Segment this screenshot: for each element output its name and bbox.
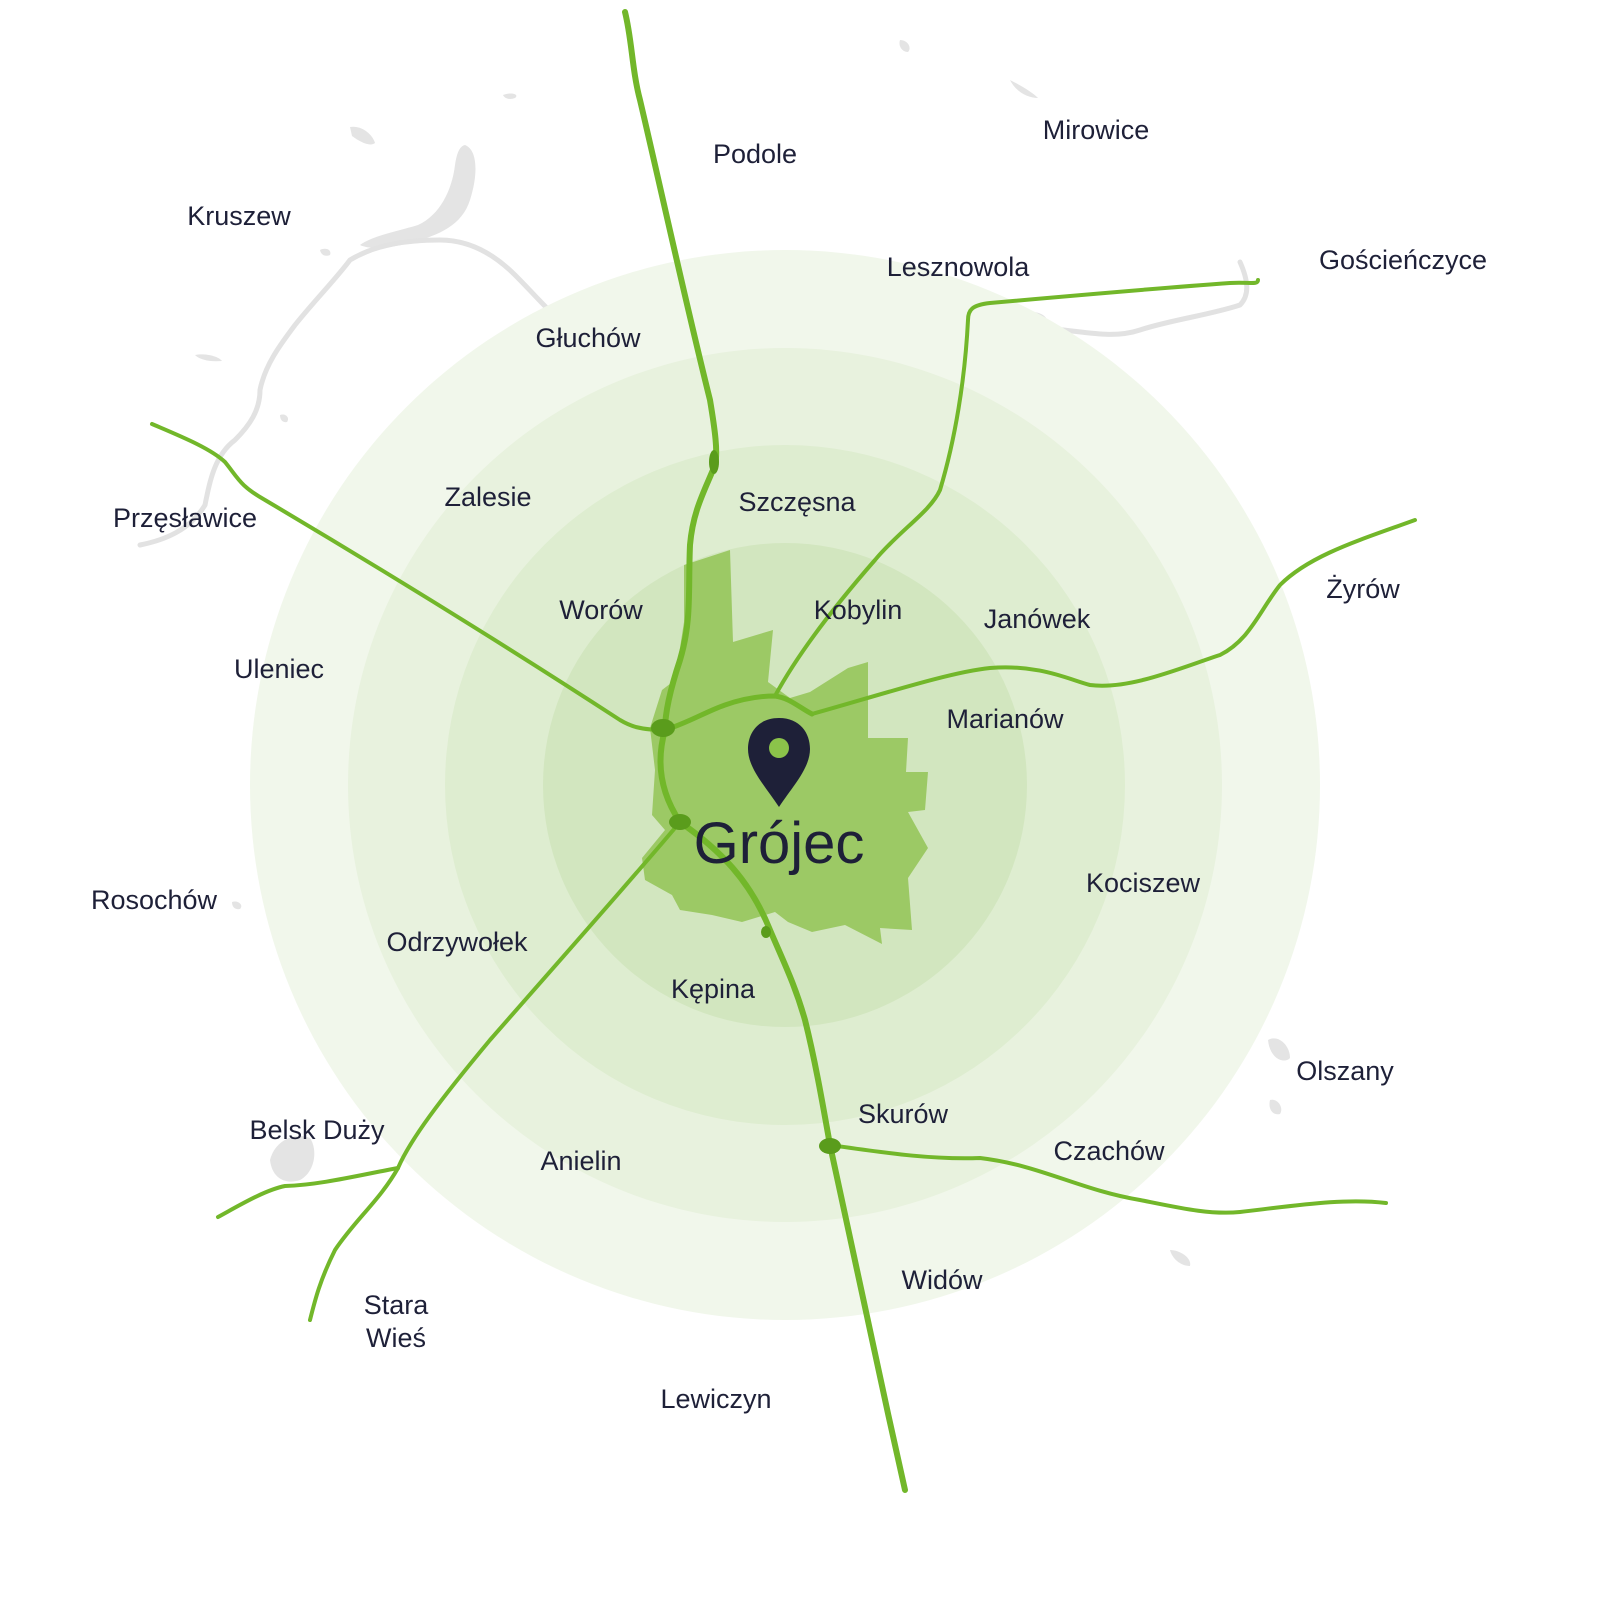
- town-label-przeslawice: Przęsławice: [113, 503, 257, 533]
- town-label-podole: Podole: [713, 139, 797, 169]
- pin-shape: [748, 718, 810, 807]
- lake: [195, 354, 222, 362]
- junction: [761, 926, 771, 938]
- lake: [1268, 1038, 1290, 1061]
- town-label-odrzywolek: Odrzywołek: [386, 927, 528, 957]
- town-label-szczesna: Szczęsna: [738, 487, 856, 517]
- road-junctions: [651, 450, 841, 1154]
- pin-dot: [769, 738, 789, 758]
- road-northeast: [773, 278, 1260, 698]
- road-network: [150, 9, 1417, 1493]
- town-label-olszany: Olszany: [1296, 1056, 1394, 1086]
- road-west: [150, 422, 667, 732]
- lake: [320, 248, 331, 256]
- town-label-zalesie: Zalesie: [444, 482, 531, 512]
- lake: [350, 126, 375, 145]
- town-label-marianow: Marianów: [946, 704, 1064, 734]
- town-label-kepina: Kępina: [671, 974, 756, 1004]
- town-label-worow: Worów: [559, 595, 643, 625]
- road-southwest: [308, 820, 682, 1322]
- lake: [360, 145, 476, 248]
- lake: [280, 414, 289, 423]
- road-belsk: [216, 1166, 400, 1219]
- junction: [709, 450, 719, 474]
- junction: [669, 814, 691, 830]
- road-southeast: [828, 1143, 1388, 1215]
- town-label-rosochow: Rosochów: [91, 885, 218, 915]
- town-label-lesznowola: Lesznowola: [887, 252, 1031, 282]
- center-town-label: Grójec: [694, 811, 865, 876]
- road-ring-west: [657, 727, 683, 825]
- town-label-goscienczyce: Gościeńczyce: [1319, 245, 1487, 275]
- lake: [232, 901, 242, 910]
- town-label-gluchow: Głuchów: [535, 323, 641, 353]
- map-pin-icon: [748, 718, 810, 807]
- town-label-mirowice: Mirowice: [1043, 115, 1150, 145]
- town-label-kruszew: Kruszew: [187, 201, 291, 231]
- town-label-widow: Widów: [901, 1265, 983, 1295]
- town-labels: Podole Mirowice Kruszew Lesznowola Gości…: [91, 115, 1487, 1414]
- town-label-uleniec: Uleniec: [234, 654, 324, 684]
- lake: [270, 1136, 315, 1182]
- town-label-kociszew: Kociszew: [1086, 868, 1201, 898]
- town-label-lewiczyn: Lewiczyn: [660, 1384, 771, 1414]
- town-label-zyrow: Żyrów: [1326, 573, 1400, 604]
- town-label-skurow: Skurów: [858, 1099, 949, 1129]
- junction: [651, 719, 675, 737]
- lake: [503, 93, 517, 99]
- town-label-kobylin: Kobylin: [814, 595, 903, 625]
- lake: [899, 40, 910, 52]
- road-south: [677, 819, 908, 1493]
- junction: [819, 1138, 841, 1154]
- lake: [1269, 1099, 1282, 1115]
- lake: [1170, 1250, 1191, 1266]
- road-east: [810, 518, 1417, 716]
- lake: [1010, 80, 1038, 98]
- town-label-janowek: Janówek: [984, 604, 1091, 634]
- town-label-czachow: Czachów: [1053, 1136, 1165, 1166]
- town-label-anielin: Anielin: [540, 1146, 621, 1176]
- road-ring-north: [662, 693, 815, 733]
- town-label-wies: Wieś: [366, 1323, 426, 1353]
- town-label-belsk-duzy: Belsk Duży: [249, 1115, 385, 1145]
- town-label-stara: Stara: [364, 1290, 430, 1320]
